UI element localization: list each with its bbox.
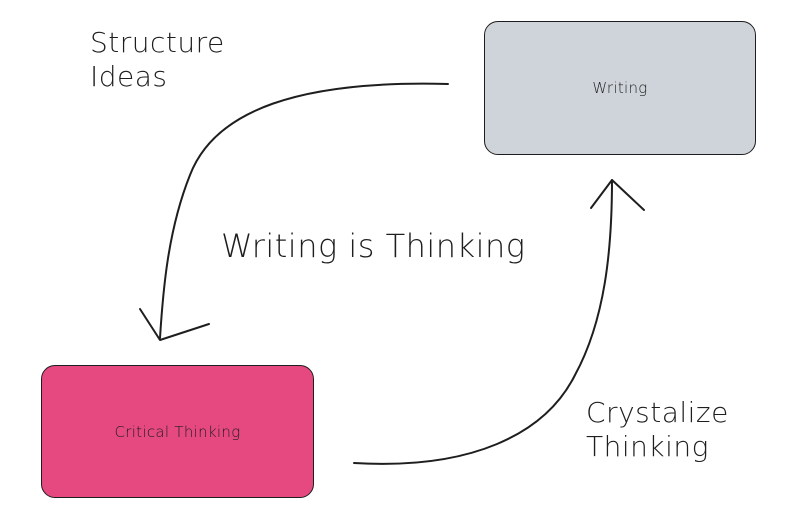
- arrow-writing-to-critical-thinking: [159, 82, 449, 339]
- critical-thinking-node-label: Critical Thinking: [114, 422, 241, 441]
- crystalize-thinking-label: Crystalize Thinking: [586, 396, 729, 464]
- structure-ideas-label: Structure Ideas: [90, 26, 225, 94]
- arrowhead-critical-thinking: [139, 308, 210, 341]
- arrowhead-writing: [590, 179, 645, 211]
- center-title: Writing is Thinking: [221, 227, 526, 265]
- writing-node: Writing: [484, 21, 756, 155]
- crystalize-thinking-line-1: Crystalize: [586, 396, 729, 429]
- arrow-critical-thinking-to-writing: [353, 179, 613, 465]
- structure-ideas-line-1: Structure: [90, 26, 225, 59]
- structure-ideas-line-2: Ideas: [90, 60, 168, 93]
- writing-node-label: Writing: [592, 79, 648, 97]
- critical-thinking-node: Critical Thinking: [41, 365, 314, 498]
- crystalize-thinking-line-2: Thinking: [586, 430, 709, 463]
